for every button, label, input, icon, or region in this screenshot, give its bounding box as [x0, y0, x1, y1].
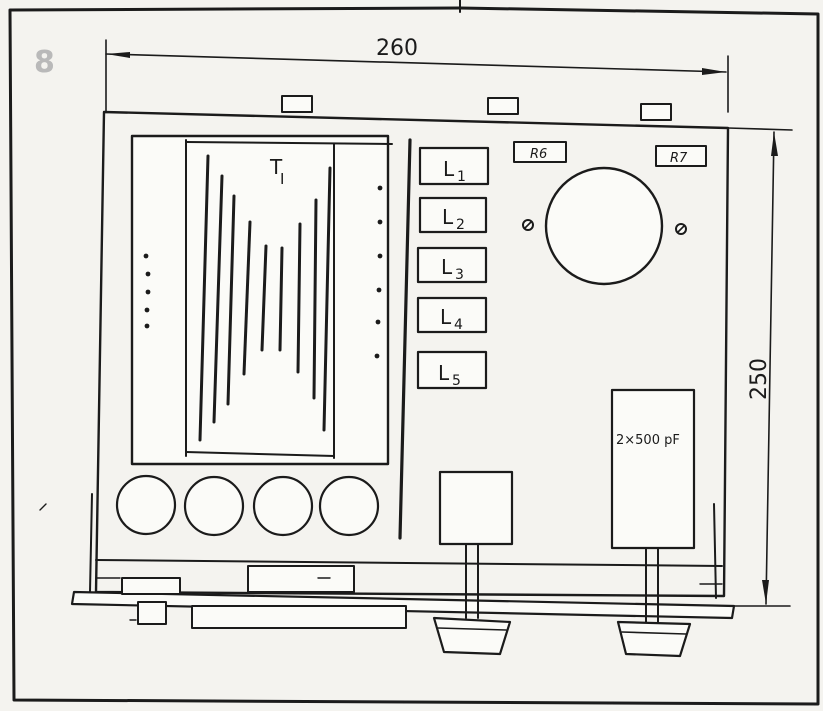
transformer-bottom-line: [185, 451, 335, 457]
foot-left: [137, 601, 167, 625]
winding-4: [242, 220, 252, 376]
coil-l2: L 2: [418, 196, 488, 234]
transformer-terminals-left: [143, 253, 151, 329]
svg-text:R6: R6: [530, 147, 547, 162]
winding-5: [260, 244, 268, 352]
stray-mark-1: [39, 503, 47, 511]
transformer-subscript: I: [280, 170, 284, 188]
transformer-terminals-right: [374, 185, 383, 359]
tube-3: [252, 475, 314, 537]
coil-l5: L 5: [416, 350, 488, 390]
top-knob-3: [640, 103, 672, 121]
capacitor-body: [610, 388, 696, 550]
dim-width-arrow-right: [702, 68, 726, 75]
tube-4: [318, 475, 380, 537]
dim-width-arrow-left: [106, 52, 130, 58]
winding-7: [296, 222, 302, 374]
capacitor-knob: [616, 620, 692, 658]
resistor-r6: R6: [513, 141, 567, 163]
svg-text:L: L: [443, 157, 455, 181]
chassis-outline: [94, 110, 730, 598]
connector-bottom: [191, 605, 407, 629]
winding-3: [226, 194, 236, 406]
meter-cutout: [544, 166, 664, 286]
winding-6: [278, 246, 284, 352]
dim-height-ext-top: [727, 127, 793, 131]
capacitor-label: 2×500 pF: [616, 433, 680, 448]
transformer-top-line: [185, 141, 393, 145]
chassis-inner-line: [95, 559, 723, 567]
coil-l1: L 1: [418, 146, 490, 186]
svg-text:L: L: [441, 255, 453, 279]
svg-text:L: L: [438, 361, 450, 385]
switch-knob-rim: [437, 627, 507, 631]
svg-text:L: L: [442, 205, 454, 229]
svg-text:R7: R7: [670, 151, 688, 166]
winding-9: [322, 166, 332, 432]
dim-width-line: [105, 53, 727, 73]
svg-text:L: L: [440, 305, 452, 329]
svg-text:2: 2: [456, 217, 465, 233]
resistor-r7: R7: [655, 145, 707, 167]
page-frame: [8, 6, 820, 706]
tube-1: [115, 474, 177, 536]
svg-text:3: 3: [455, 267, 464, 283]
dim-height-label: 250: [747, 358, 772, 400]
winding-2: [212, 174, 224, 424]
capacitor-knob-rim: [621, 631, 687, 635]
partition-bar: [398, 138, 412, 540]
dim-height-arrow-top: [771, 132, 778, 156]
winding-8: [312, 198, 318, 400]
svg-text:1: 1: [457, 169, 466, 185]
connector-top: [247, 565, 355, 593]
dim-height-line: [765, 131, 775, 605]
meter-screw-right: [675, 223, 687, 235]
figure-number: 8: [34, 45, 55, 80]
dim-width-label: 260: [376, 36, 418, 61]
switch-body: [438, 470, 514, 546]
switch-knob: [432, 616, 512, 656]
coil-l4: L 4: [416, 296, 488, 334]
tube-2: [183, 475, 245, 537]
dim-height-arrow-bottom: [762, 580, 769, 604]
transformer-frame: [130, 134, 390, 466]
rail-left: [89, 493, 93, 593]
meter-screw-left: [522, 219, 534, 231]
winding-1: [198, 154, 210, 442]
svg-text:4: 4: [454, 317, 463, 333]
foot-connector-top: [121, 577, 181, 595]
transformer-label: T: [269, 155, 283, 179]
coil-l3: L 3: [416, 246, 488, 284]
svg-text:5: 5: [452, 373, 461, 389]
rail-right: [713, 503, 717, 599]
top-knob-2: [487, 97, 519, 115]
top-knob-1: [281, 95, 313, 113]
